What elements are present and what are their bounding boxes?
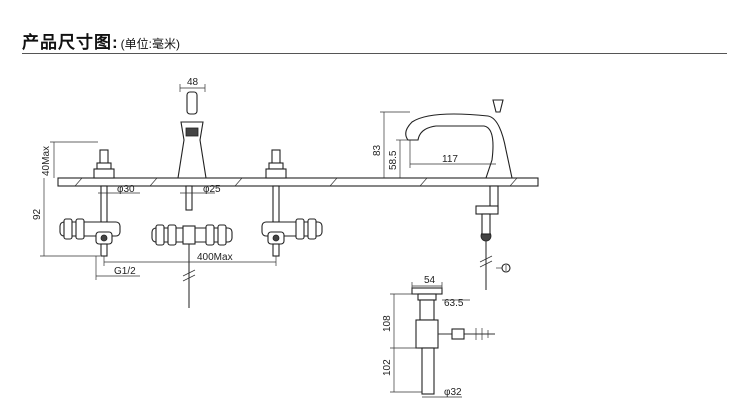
unit-label: (单位:毫米) — [120, 37, 180, 51]
page-header: 产品尺寸图: (单位:毫米) — [22, 28, 180, 52]
dim-thread: G1/2 — [114, 266, 136, 277]
dim-spout-width: 48 — [187, 77, 199, 88]
dim-drain-width: 54 — [424, 275, 436, 286]
deck-plate — [57, 177, 539, 187]
dim-drain-upper: 108 — [382, 315, 393, 332]
dim-drain-lower: 102 — [382, 359, 393, 376]
dim-drain-head: 63.5 — [444, 298, 464, 309]
dim-max-above-deck: 40Max — [41, 146, 52, 176]
dim-tub-reach: 117 — [442, 154, 458, 165]
dim-drain-tail: φ32 — [444, 387, 462, 398]
dim-hole-left: φ30 — [117, 184, 135, 195]
right-valve — [261, 149, 323, 257]
dim-tub-outlet-height: 58.5 — [388, 150, 399, 170]
dim-tub-total-height: 83 — [372, 144, 383, 156]
dim-below-deck: 92 — [32, 208, 43, 220]
header-divider — [22, 53, 727, 54]
tub-spout — [405, 99, 513, 290]
center-spout — [151, 84, 233, 308]
left-valve — [59, 149, 121, 257]
drain-assembly — [411, 287, 495, 395]
dim-hole-center: φ25 — [203, 184, 221, 195]
page-title: 产品尺寸图: — [22, 33, 119, 52]
dim-max-spread: 400Max — [197, 252, 233, 263]
